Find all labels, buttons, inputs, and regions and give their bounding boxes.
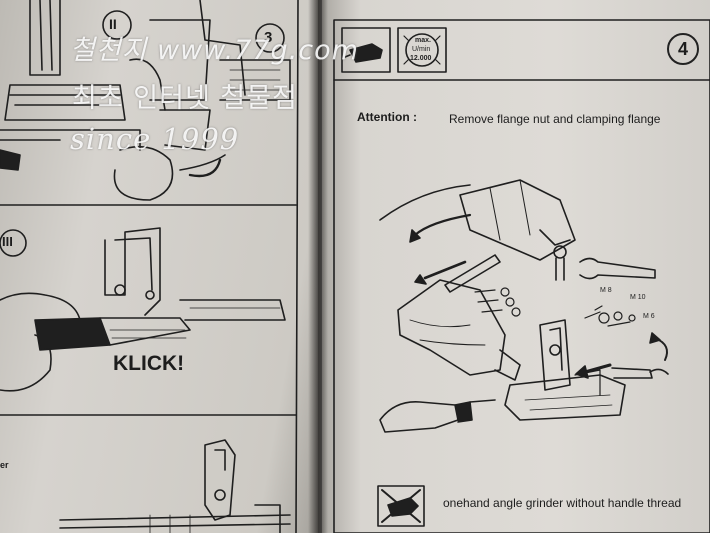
watermark-line-2: 최초 인터넷 철물점 [72, 83, 298, 114]
grinder-icon [341, 27, 391, 73]
right-page [322, 0, 710, 533]
bottom-note: onehand angle grinder without handle thr… [443, 496, 682, 510]
attention-text: Remove flange nut and clamping flange [449, 112, 661, 126]
step-iii-label: III [2, 234, 13, 249]
klick-label: KLICK! [113, 352, 185, 375]
attention-label: Attention : [357, 110, 417, 124]
watermark-line-3: since 1999 [70, 122, 240, 156]
step-3-label: 3 [264, 29, 273, 46]
right-page-frame [333, 19, 710, 533]
speed-value-label: 12.000 [410, 55, 432, 62]
step-3-circle [255, 23, 285, 53]
speed-unit-label: U/min [412, 46, 431, 53]
left-edge-text: er [0, 460, 9, 470]
screw-label-m8: M 8 [600, 287, 612, 294]
grinder-assembly-illustration [379, 179, 669, 433]
speed-icon [397, 27, 447, 73]
left-page [0, 0, 318, 533]
step-ii-label: II [109, 16, 117, 32]
no-handle-thread-icon [377, 485, 425, 527]
screw-label-m10: M 10 [630, 294, 646, 301]
hand-klick-illustration [0, 227, 286, 392]
left-page-border [295, 0, 299, 533]
book-gutter [308, 0, 328, 533]
watermark-line-1: 철천지 www.77g.com [70, 35, 359, 66]
step-4-badge: 4 [667, 33, 699, 65]
step-ii-circle [102, 10, 132, 40]
mechanism-top-illustration [0, 0, 291, 201]
speed-max-label: max. [415, 37, 431, 44]
screw-label-m6: M 6 [643, 313, 655, 320]
bottom-left-illustration [59, 439, 291, 533]
